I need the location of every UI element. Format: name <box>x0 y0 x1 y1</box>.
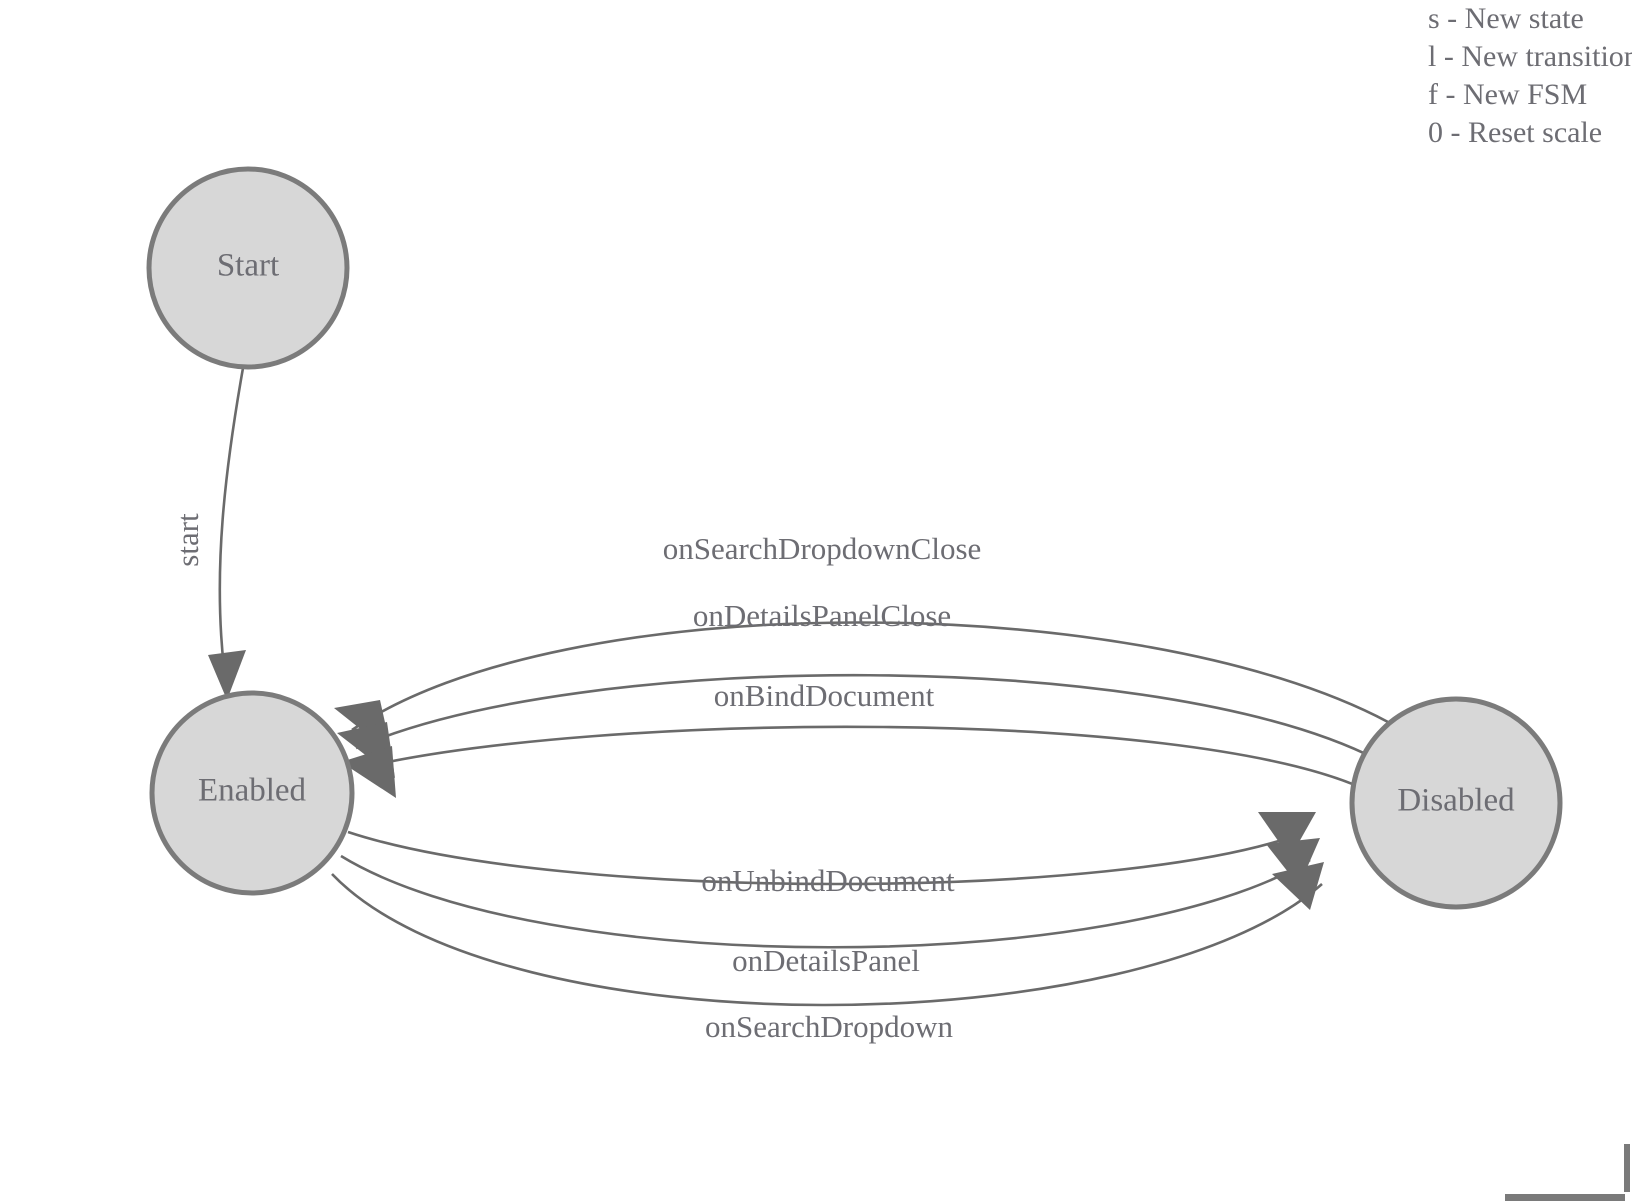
transition-label-onsearchdropdownclose: onSearchDropdownClose <box>663 531 982 566</box>
legend-item-new-state: s - New state <box>1428 2 1584 35</box>
legend-item-new-fsm: f - New FSM <box>1428 78 1588 111</box>
transition-start-path <box>218 367 245 669</box>
state-node-enabled-circle <box>149 690 355 896</box>
transition-ondetailspanel[interactable] <box>340 838 1320 949</box>
transition-onbinddocument[interactable] <box>341 725 1363 798</box>
transition-ondetailspanel-path <box>340 854 1311 949</box>
transition-onsearchdropdown[interactable] <box>331 862 1324 1007</box>
legend-item-reset-scale: 0 - Reset scale <box>1428 116 1603 149</box>
transition-onsearchdropdown-path <box>331 873 1323 1007</box>
horizontal-scrollbar-thumb[interactable] <box>1505 1194 1625 1201</box>
transition-onsearchdropdownclose-path <box>351 621 1389 732</box>
transition-start[interactable] <box>208 367 246 700</box>
transition-start-arrowhead <box>208 650 246 700</box>
state-node-start[interactable]: Start <box>146 166 350 370</box>
transition-label-onsearchdropdown: onSearchDropdown <box>705 1009 953 1044</box>
transition-ondetailspanelclose-path <box>355 673 1379 762</box>
state-node-start-label: Start <box>217 248 279 284</box>
transition-label-start: start <box>170 513 205 567</box>
keyboard-shortcuts-legend: s - New state l - New transition f - New… <box>1428 0 1632 152</box>
transition-onsearchdropdown-arrowhead <box>1272 862 1324 910</box>
state-node-start-circle <box>146 166 350 370</box>
transition-label-ondetailspanel: onDetailsPanel <box>732 943 920 978</box>
state-node-disabled-label: Disabled <box>1397 783 1515 819</box>
transition-onunbinddocument-arrowhead <box>1258 812 1316 858</box>
vertical-scrollbar-thumb[interactable] <box>1624 1144 1630 1192</box>
state-node-enabled[interactable]: Enabled <box>149 690 355 896</box>
legend-item-new-transition: l - New transition <box>1428 40 1632 73</box>
state-node-disabled-circle <box>1349 696 1563 910</box>
transition-onunbinddocument[interactable] <box>347 812 1316 886</box>
transition-onunbinddocument-path <box>347 830 1301 886</box>
transition-label-ondetailspanelclose: onDetailsPanelClose <box>693 598 951 633</box>
state-node-enabled-label: Enabled <box>198 773 307 809</box>
transition-onbinddocument-arrowhead <box>341 746 396 798</box>
transition-label-onunbinddocument: onUnbindDocument <box>701 863 955 898</box>
transition-onbinddocument-path <box>359 725 1363 790</box>
state-node-disabled[interactable]: Disabled <box>1349 696 1563 910</box>
transition-ondetailspanel-arrowhead <box>1266 838 1320 886</box>
transition-label-onbinddocument: onBindDocument <box>714 678 935 713</box>
